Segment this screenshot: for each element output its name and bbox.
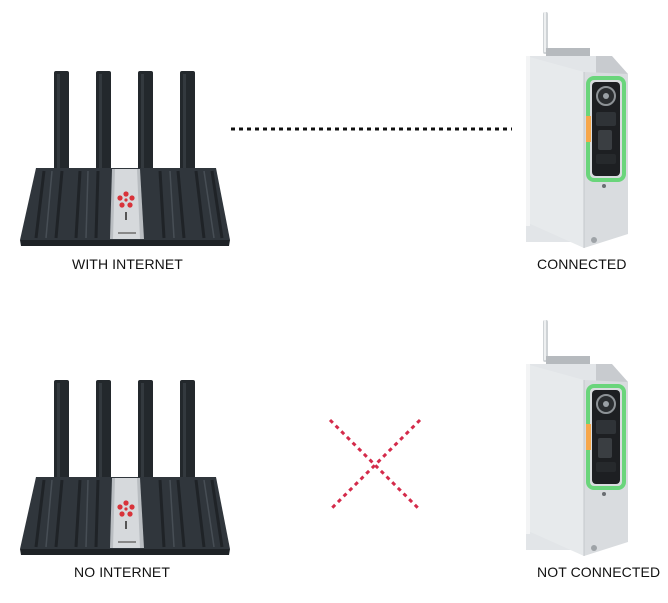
router-with-internet (18, 69, 232, 248)
router-no-internet (18, 378, 232, 557)
no-connection-cross-icon (328, 418, 422, 512)
controller-box-connected (524, 10, 630, 250)
router-status-label: WITH INTERNET (72, 256, 183, 272)
router-status-label: NO INTERNET (74, 564, 170, 580)
device-status-label: NOT CONNECTED (537, 564, 661, 580)
device-status-label: CONNECTED (537, 256, 627, 272)
controller-box-not-connected (524, 318, 630, 558)
